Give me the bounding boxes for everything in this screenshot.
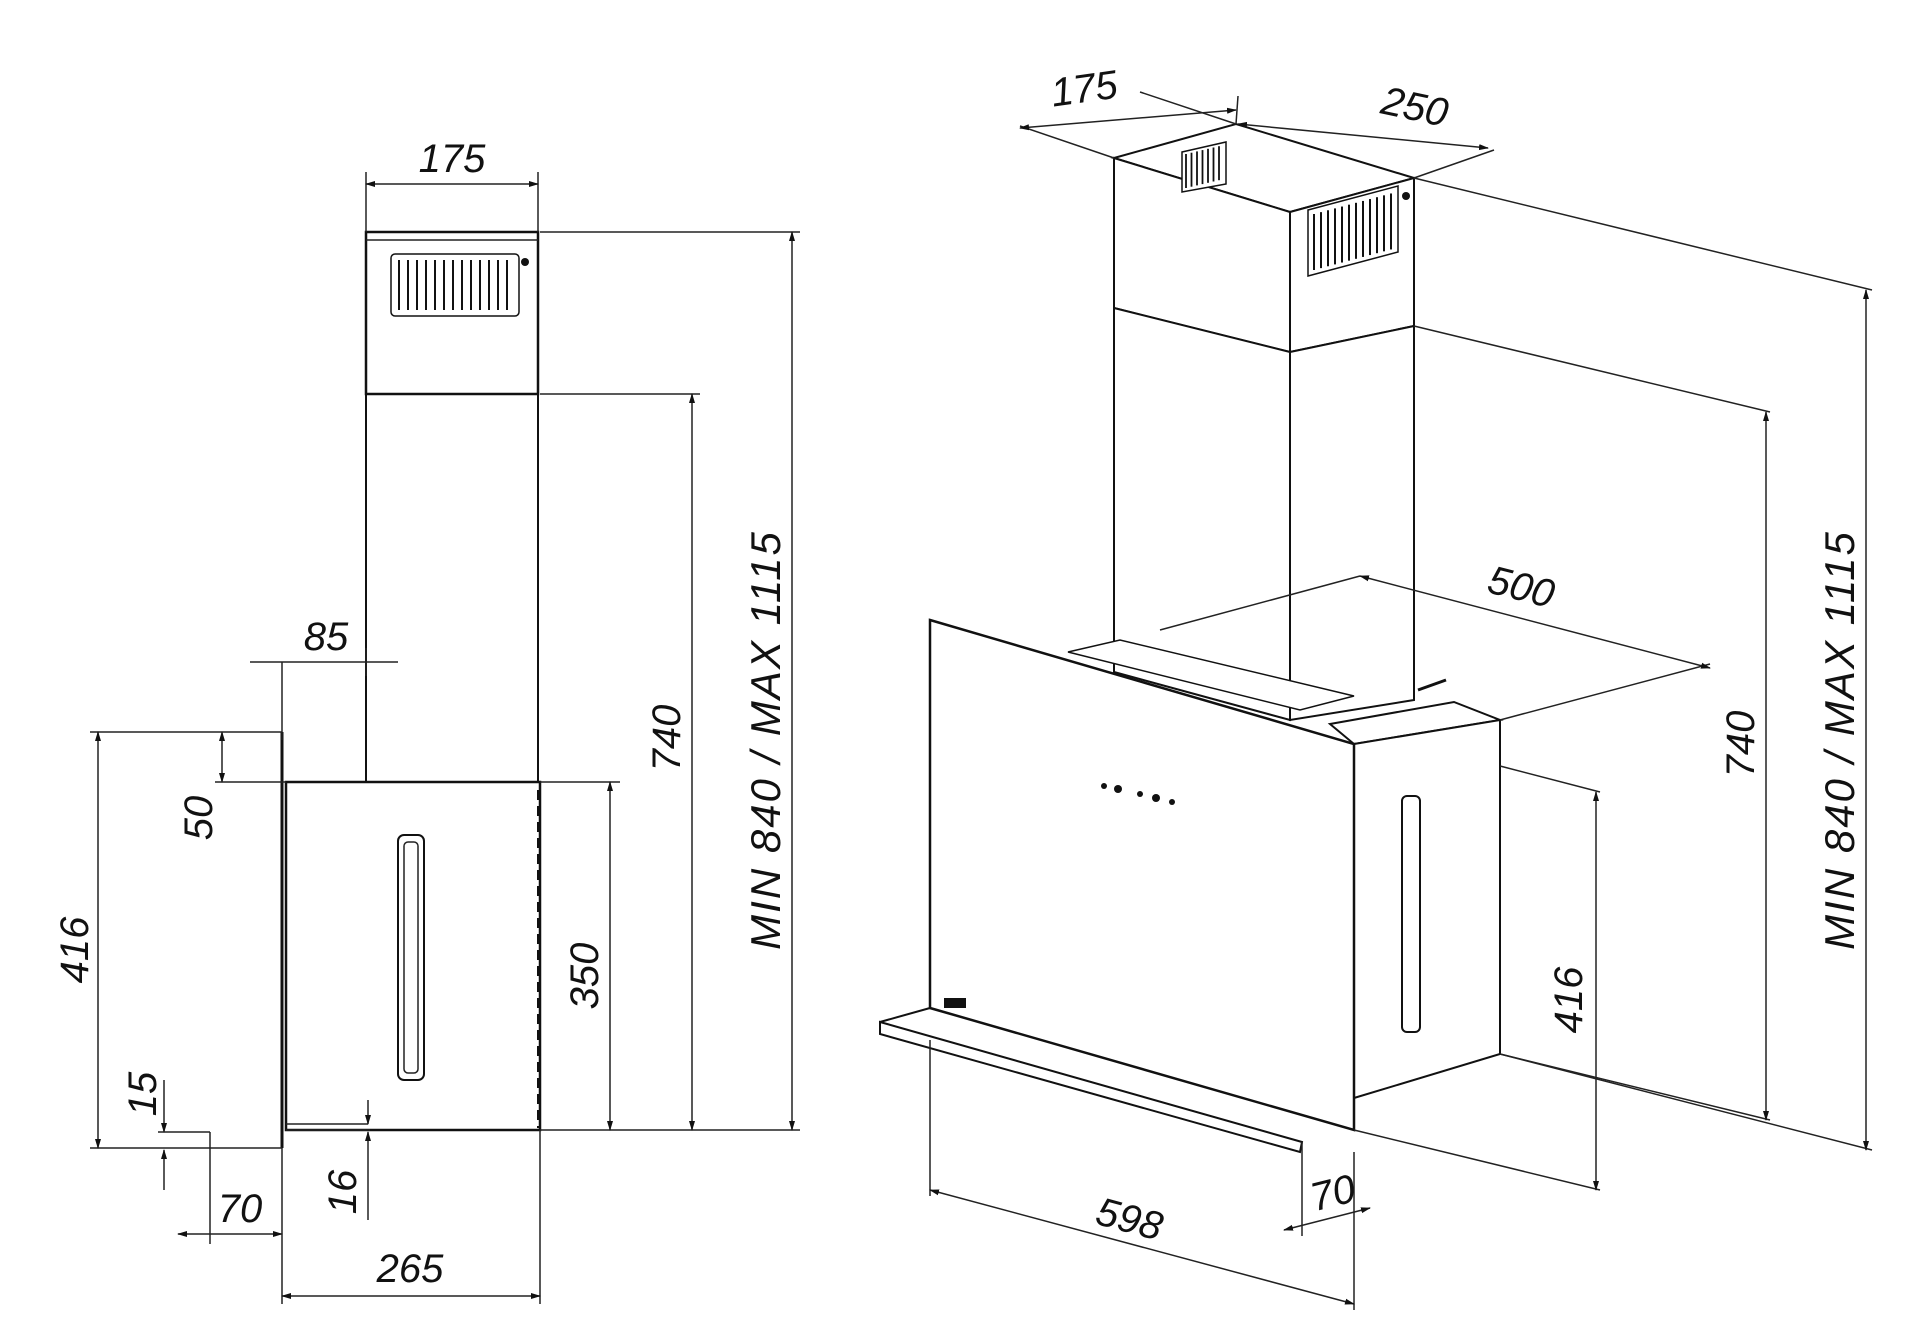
dim-total-height-iso: MIN 840 / MAX 1115 [1816,530,1863,950]
dim-250: 250 [1377,79,1452,136]
dim-740-side: 740 [645,705,689,772]
dim-50: 50 [177,796,221,841]
vent-slots [390,253,520,317]
dim-500: 500 [1483,558,1558,617]
dim-740-iso: 740 [1719,711,1763,778]
dim-416-iso: 416 [1547,966,1591,1033]
dim-15: 15 [121,1071,165,1116]
dim-70-iso: 70 [1306,1167,1360,1220]
screw-icon-iso [1402,192,1410,200]
iso-view: 175 250 500 740 MIN 840 / MAX 1115 416 5… [879,63,1873,1310]
side-view: 175 85 50 416 15 70 16 265 [53,137,800,1304]
control-panel [1101,783,1175,805]
vent-slots-iso [1181,141,1399,277]
control-button-4[interactable] [1152,794,1160,802]
dim-416-side: 416 [53,916,97,983]
chimney-right-face-lower [1289,324,1415,722]
dim-175-iso: 175 [1048,63,1121,116]
dim-70-side: 70 [218,1187,263,1231]
hood-body-right-face [1353,718,1501,1100]
handle-side [397,834,425,1081]
dim-350: 350 [563,943,607,1010]
dim-265: 265 [376,1247,444,1291]
handle-iso [1401,795,1421,1033]
dim-total-height-side: MIN 840 / MAX 1115 [742,530,789,950]
hood-body-side [284,780,542,1132]
control-button-1[interactable] [1101,783,1107,789]
bottom-lip [879,1020,1304,1154]
dim-16: 16 [321,1169,365,1214]
control-button-2[interactable] [1114,785,1122,793]
control-button-5[interactable] [1169,799,1175,805]
brand-badge [944,998,966,1008]
control-button-3[interactable] [1137,791,1143,797]
screw-icon [521,258,529,266]
dim-85: 85 [304,615,349,659]
dim-598: 598 [1091,1190,1168,1250]
dim-175-side: 175 [419,137,486,181]
